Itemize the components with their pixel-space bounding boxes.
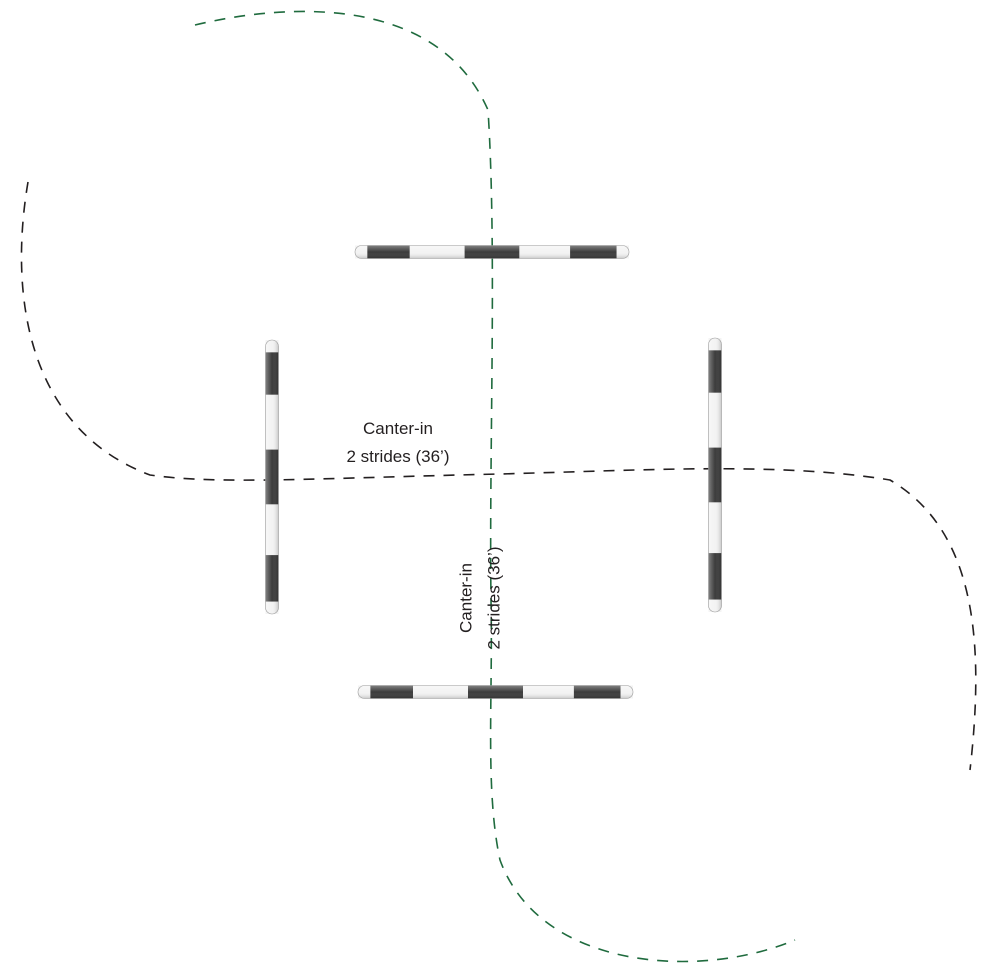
pole-top	[354, 245, 630, 259]
horizontal-label-line1: Canter-in	[363, 419, 433, 438]
pole-outline	[708, 337, 722, 613]
pole-shading	[708, 338, 722, 612]
pole-outline	[265, 339, 279, 615]
pole-right	[708, 337, 722, 613]
pole-shading	[358, 685, 633, 699]
pole-shading	[265, 340, 279, 614]
pole-bottom	[357, 685, 634, 699]
pole-shading	[355, 245, 629, 259]
pole-outline	[354, 245, 630, 259]
green-route-path	[194, 10, 796, 963]
vertical-label-line2: 2 strides (36’)	[485, 547, 504, 650]
pole-left	[265, 339, 279, 615]
black-route-path	[20, 181, 977, 771]
pole-outline	[357, 685, 634, 699]
horizontal-label-line2: 2 strides (36’)	[347, 447, 450, 466]
vertical-label-line1: Canter-in	[457, 563, 476, 633]
